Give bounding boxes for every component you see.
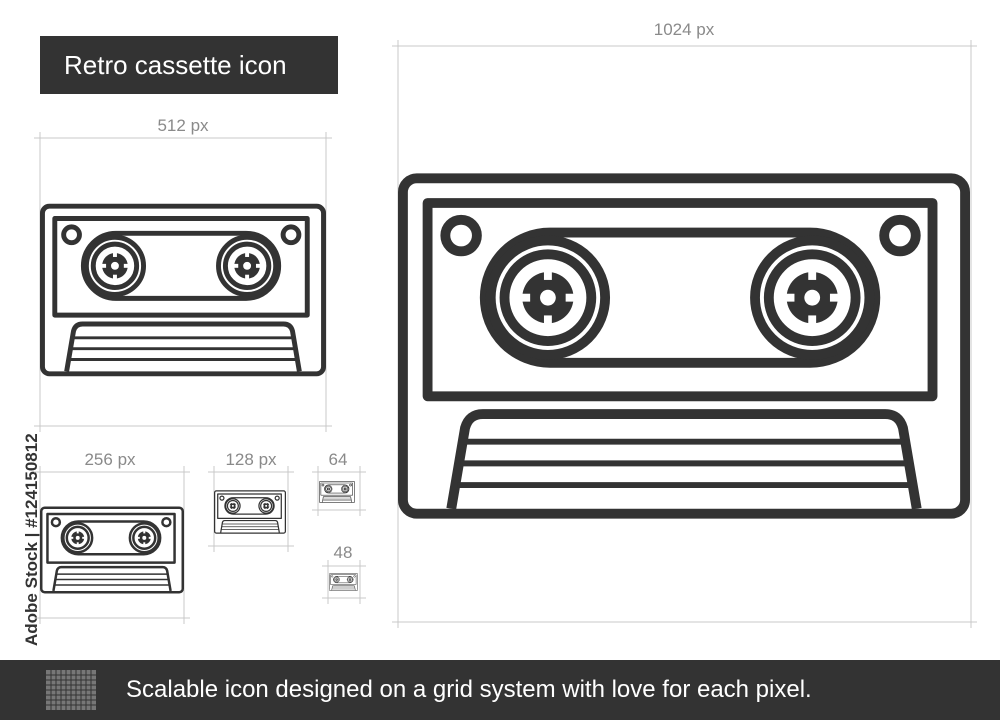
title-box: Retro cassette icon [40, 36, 338, 94]
size-label-48: 48 [333, 543, 353, 562]
footer-bar: Scalable icon designed on a grid system … [0, 660, 1000, 720]
size-label-256: 256 px [84, 450, 136, 469]
cassette-icon-48 [329, 573, 358, 591]
size-label-64: 64 [328, 450, 348, 469]
cassette-icon-128 [214, 490, 286, 534]
grid-icon [46, 670, 96, 710]
size-label-128: 128 px [225, 450, 277, 469]
size-label-512: 512 px [157, 116, 209, 135]
cassette-icon-512 [42, 206, 323, 374]
size-label-1024: 1024 px [653, 20, 715, 39]
footer-text: Scalable icon designed on a grid system … [126, 676, 812, 703]
cassette-icon-256 [40, 506, 184, 594]
cassette-icon-1024 [403, 178, 965, 513]
page-title: Retro cassette icon [64, 50, 287, 80]
cassette-icon-64 [319, 481, 355, 503]
